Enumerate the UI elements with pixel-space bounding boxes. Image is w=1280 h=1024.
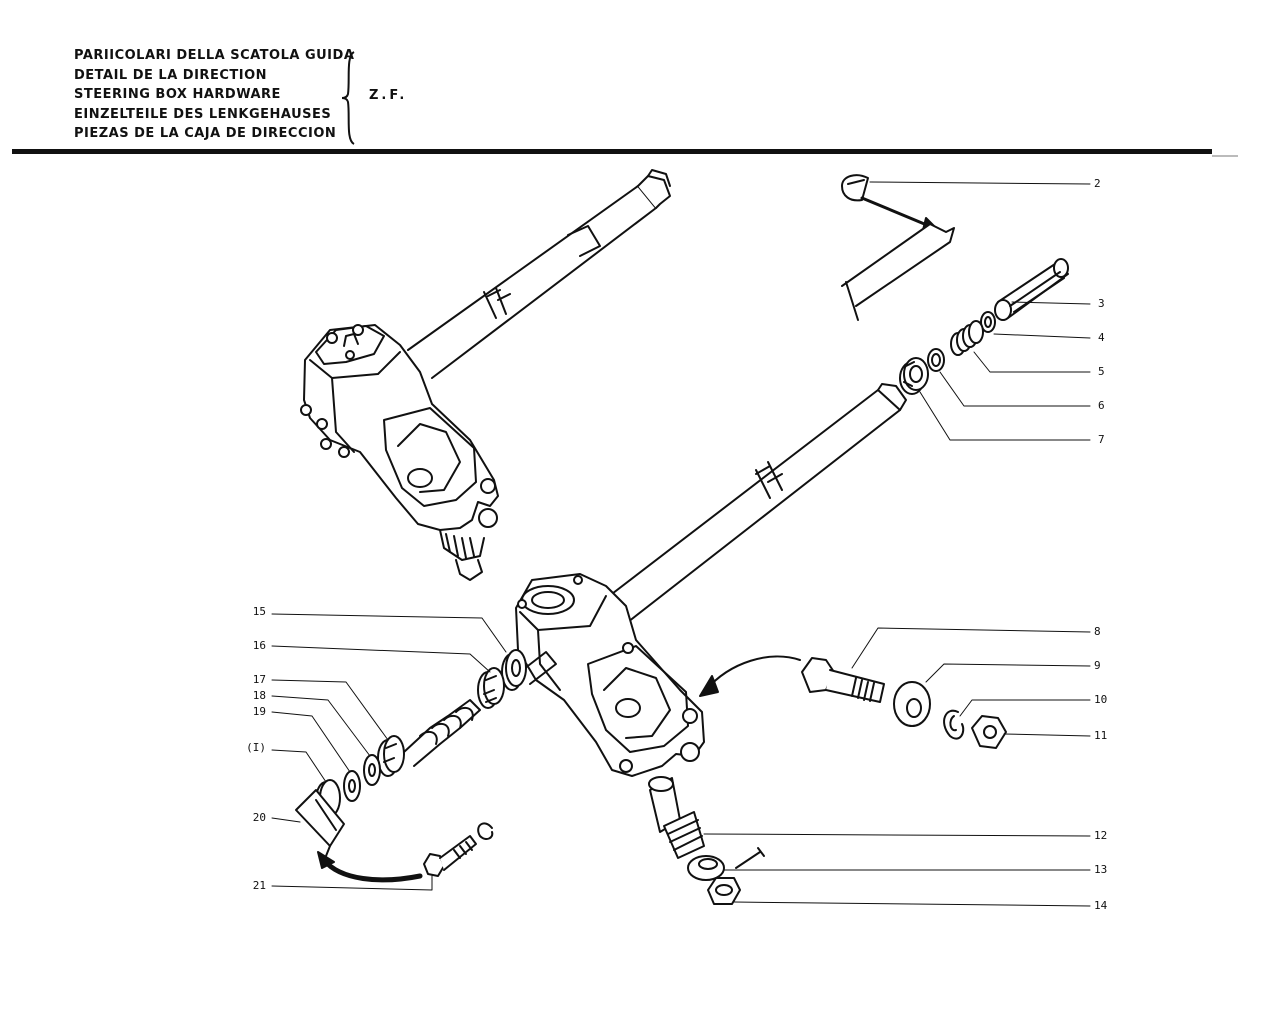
part-5-spring (950, 320, 984, 356)
callout-11: 11 (1094, 729, 1108, 742)
brand-label: Z.F. (369, 88, 408, 103)
part-20-cover (295, 789, 345, 857)
callout-15: 15 (252, 605, 266, 618)
callout-10: 10 (1094, 693, 1108, 706)
part-18-ring (363, 754, 381, 786)
part-21-bolt (423, 835, 477, 877)
title-italian: PARIICOLARI DELLA SCATOLA GUIDA (74, 48, 355, 63)
callout-13: 13 (1094, 863, 1108, 876)
callout-16: 16 (252, 639, 266, 652)
callout-12: 12 (1094, 829, 1108, 842)
callout-17: 17 (252, 673, 266, 686)
part-6-ring (927, 348, 945, 372)
callout-3: 3 (1098, 297, 1105, 310)
title-german: EINZELTEILE DES LENKGEHAUSES (74, 106, 332, 122)
part-11-nut (971, 715, 1007, 749)
callout-I: (I) (246, 741, 266, 754)
part-17-bearing (377, 735, 405, 777)
callout-20: 20 (252, 811, 266, 824)
callout-8: 8 (1094, 625, 1101, 638)
title-spanish: PIEZAS DE LA CAJA DE DIRECCION (74, 126, 337, 142)
arrow-21-to-cover (321, 857, 423, 883)
title-french: DETAIL DE LA DIRECTION (74, 67, 267, 83)
callout-9: 9 (1094, 659, 1101, 672)
title-english: STEERING BOX HARDWARE (74, 87, 281, 103)
callout-14: 14 (1094, 899, 1108, 912)
part-12-bushing (648, 776, 705, 859)
header-divider-tail (1212, 155, 1238, 157)
leader-lines (271, 181, 1091, 907)
callout-4: 4 (1098, 331, 1105, 344)
callout-5: 5 (1098, 365, 1105, 378)
part-2-key (841, 174, 955, 321)
part-8-bolt (801, 657, 885, 703)
title-block: PARIICOLARI DELLA SCATOLA GUIDA DETAIL D… (74, 46, 354, 144)
part-19-shim (343, 770, 361, 802)
part-circlip (477, 822, 494, 840)
callout-21: 21 (252, 879, 266, 892)
part-13-bearing (687, 847, 765, 881)
part-16-bearing (477, 667, 505, 709)
callout-6: 6 (1098, 399, 1105, 412)
callout-18: 18 (252, 689, 266, 702)
exploded-steering-box (515, 383, 907, 777)
callout-7: 7 (1098, 433, 1105, 446)
brace-icon (341, 51, 355, 145)
part-4-washer (980, 311, 996, 333)
part-14-nut (707, 877, 741, 905)
callout-19: 19 (252, 705, 266, 718)
arrow-8-to-housing (705, 655, 801, 691)
part-10-lockwasher (943, 709, 965, 740)
header-divider (12, 149, 1212, 154)
assembled-steering-box (300, 169, 671, 581)
part-7-bearing (899, 357, 929, 395)
part-9-washer (893, 681, 931, 727)
part-3-sleeve (994, 258, 1069, 321)
callout-2: 2 (1094, 177, 1101, 190)
worm-shaft (403, 699, 481, 767)
part-15-bearing (501, 649, 527, 691)
